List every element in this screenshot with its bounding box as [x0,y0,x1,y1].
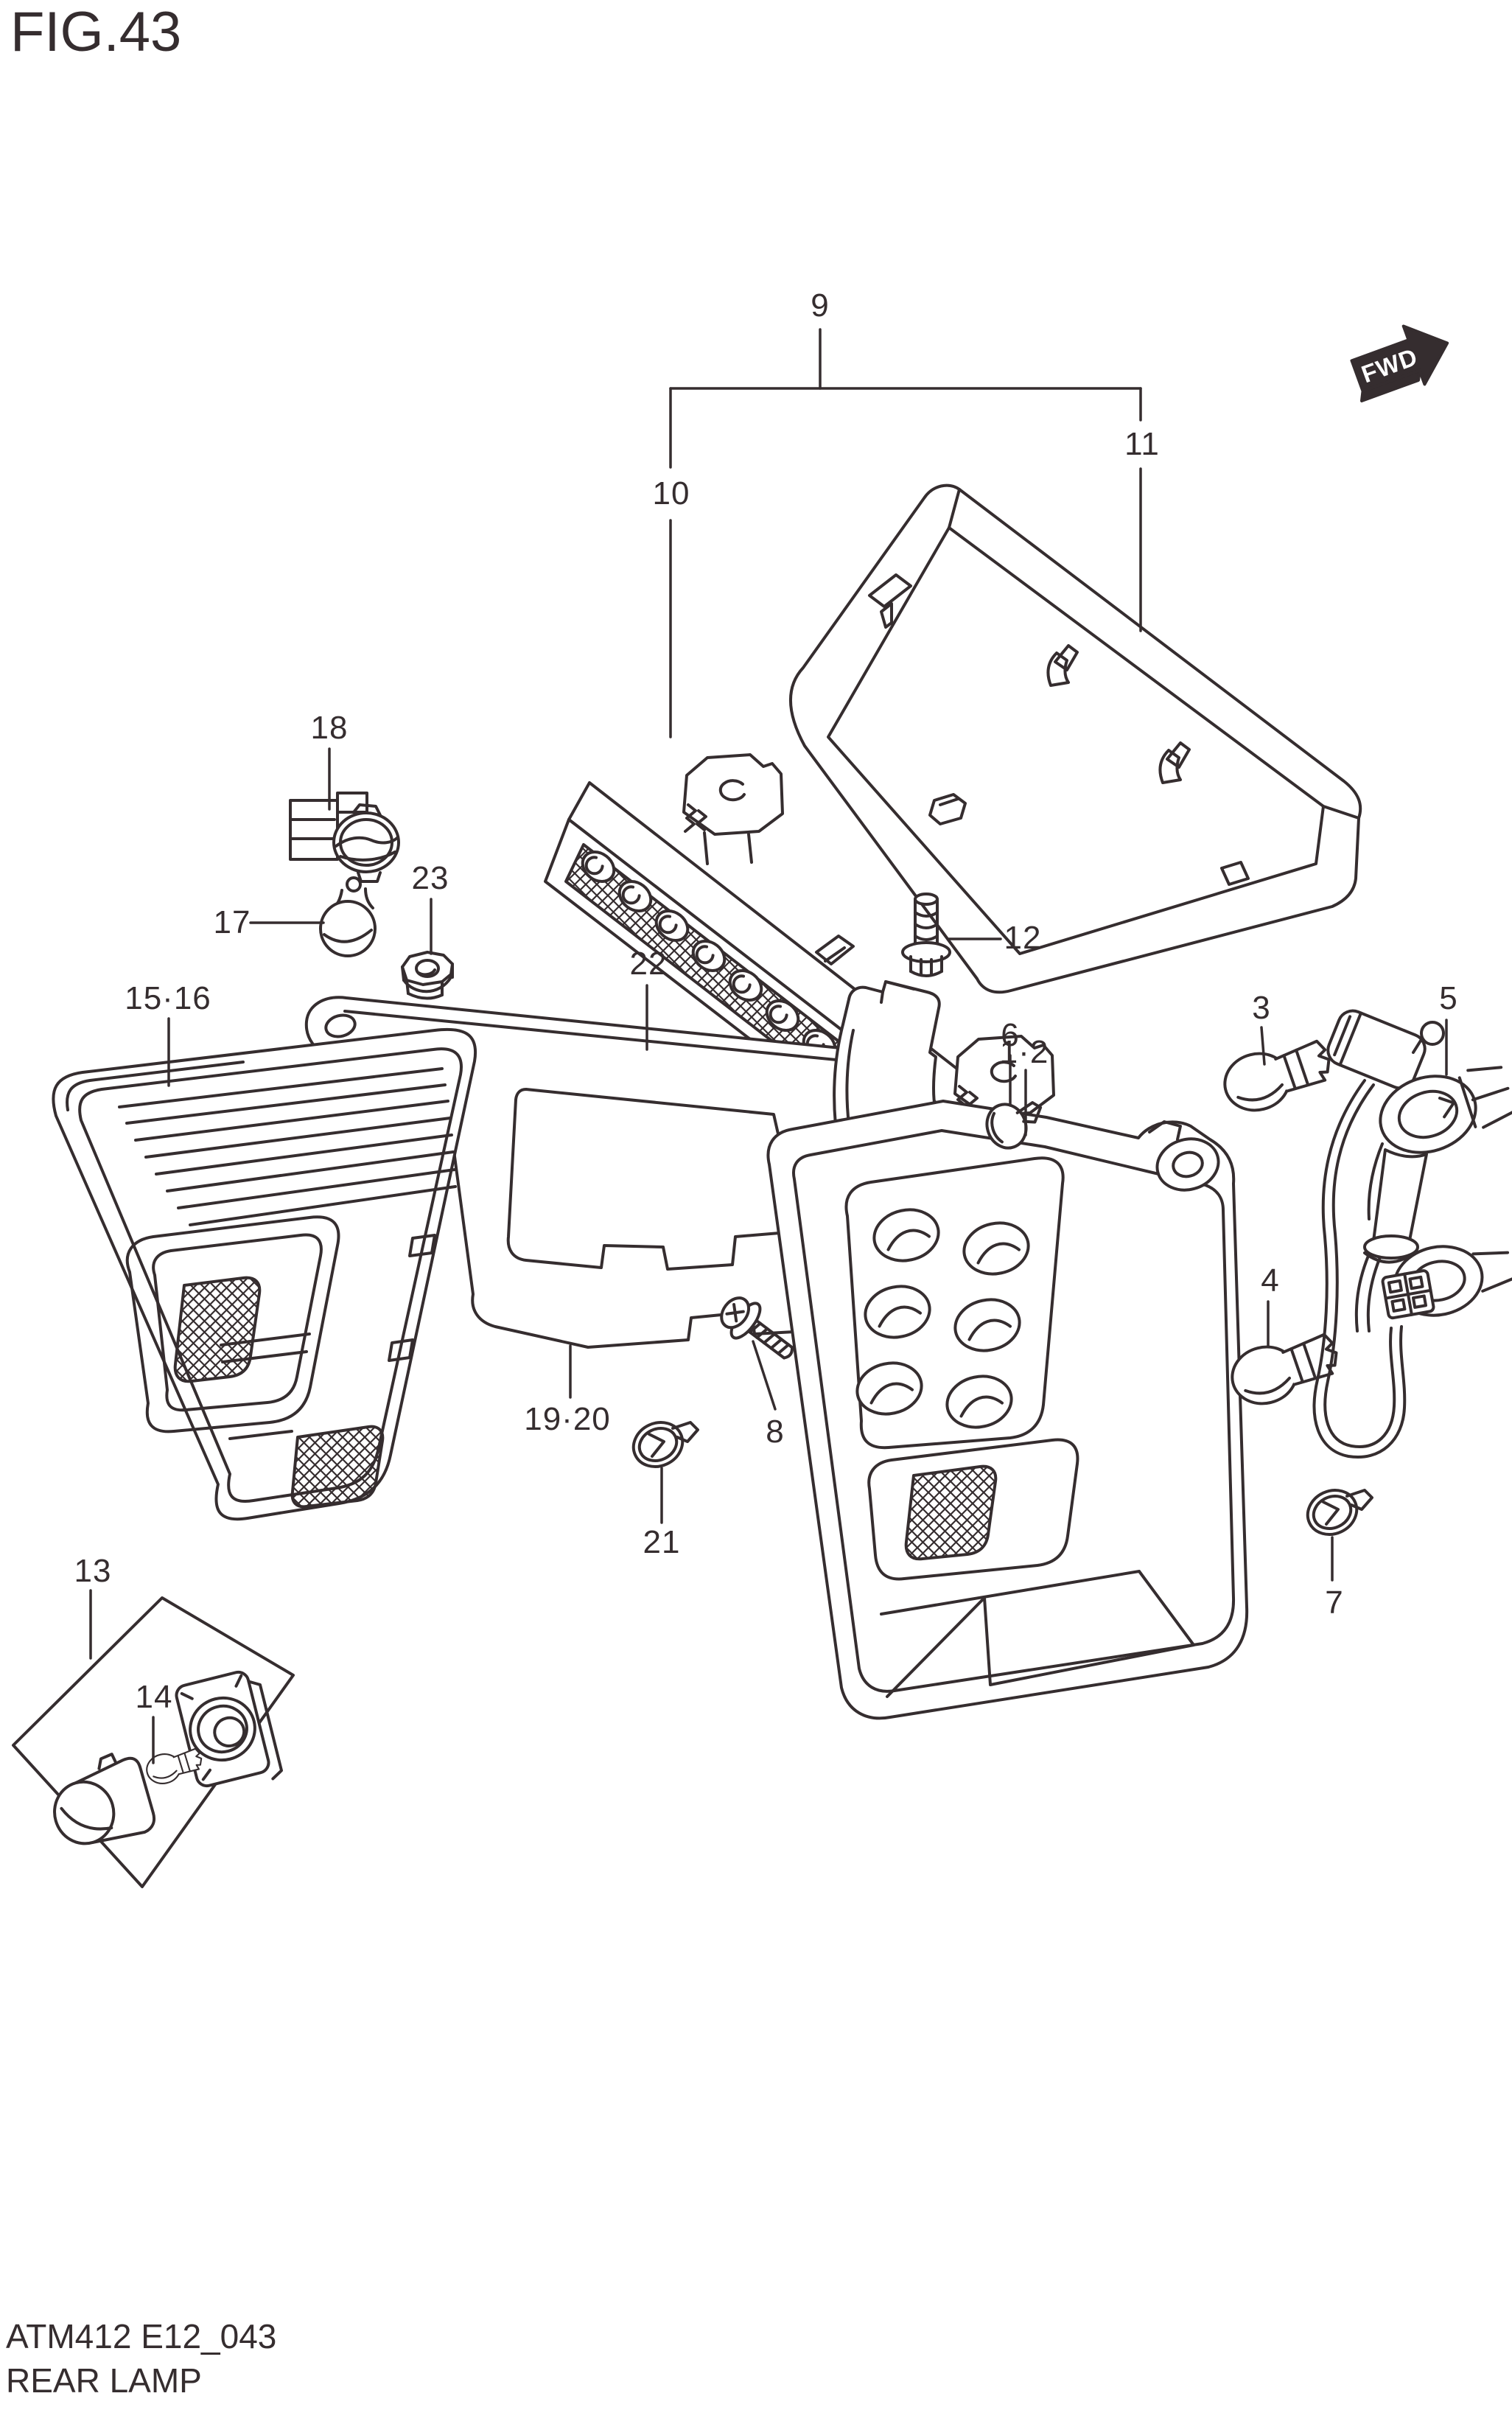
part-13-box-drawing [12,1596,295,1888]
part-23-nut-drawing [401,951,454,1000]
figure-title: FIG.43 [10,1,182,63]
part-7-grommet-drawing [1298,1481,1373,1544]
figure-code: ATM412 E12_043 [6,2317,277,2355]
part-15-16-inner-lamp-drawing [52,1027,477,1521]
callout-5: 5 [1439,980,1458,1016]
part-18-socket-drawing [289,792,400,883]
callout-9: 9 [811,287,830,324]
callout-4: 4 [1261,1262,1280,1299]
fwd-direction-arrow: FWD [1350,324,1449,403]
callout-21: 21 [643,1524,681,1560]
leader-lines-layer [89,328,1448,1764]
callout-23: 23 [411,860,449,896]
figure-caption: REAR LAMP [6,2361,202,2400]
part-3-bulb-drawing [1217,1035,1339,1119]
callout-1-2: 1·2 [999,1034,1049,1070]
callout-11: 11 [1124,426,1160,462]
callout-14: 14 [135,1679,173,1715]
part-5-harness-drawing [1312,1009,1512,1459]
callout-22: 22 [629,946,668,982]
callout-7: 7 [1325,1585,1344,1621]
leader-8 [752,1340,777,1411]
part-21-grommet-drawing [624,1413,699,1476]
callout-19-20: 19·20 [524,1401,611,1437]
callout-6: 6 [1001,1017,1020,1053]
callout-17: 17 [213,904,251,940]
part-8-screw-drawing [720,1296,794,1360]
part-11-cover-drawing [789,483,1362,994]
figure-footer: ATM412 E12_043 REAR LAMP [6,2314,276,2403]
callout-13: 13 [74,1553,112,1589]
callout-15-16: 15·16 [125,980,211,1016]
callout-8: 8 [766,1414,785,1450]
part-13-lens-drawing [53,1753,156,1845]
callout-3: 3 [1252,990,1271,1026]
part-1-2-rear-lamp-drawing [766,980,1249,1720]
part-12-screw-drawing [901,893,951,977]
part-6-clip-drawing [985,1101,1043,1150]
part-17-bulb-drawing [319,876,377,957]
callout-10: 10 [652,475,690,511]
leader-3 [1260,1026,1266,1066]
callout-12: 12 [1004,920,1042,956]
callout-18: 18 [310,710,349,746]
